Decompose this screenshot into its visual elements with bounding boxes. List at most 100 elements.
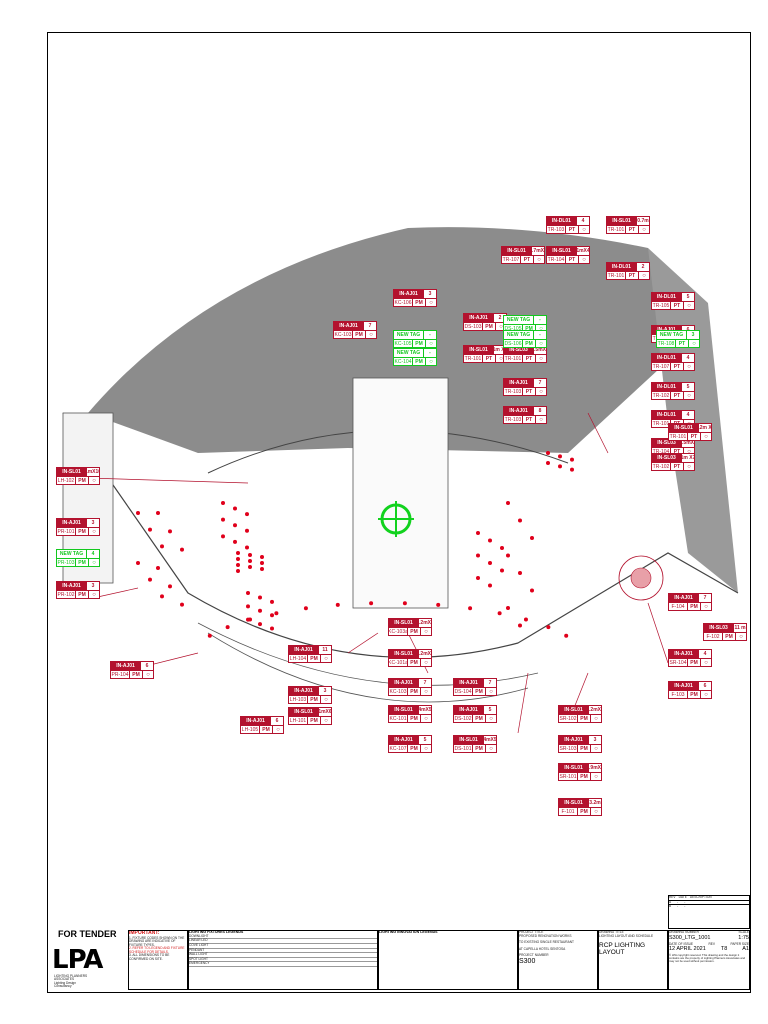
circuit-code: F-103 xyxy=(669,691,688,699)
fixture-quantity: 11 m xyxy=(734,625,746,631)
circuit-code: LH-103 xyxy=(289,696,308,704)
legend-row: COVE LIGHT xyxy=(189,943,377,949)
control-type: PM xyxy=(688,659,701,667)
fixture-dot xyxy=(570,457,574,462)
fixture-quantity: - xyxy=(539,317,541,323)
fixture-dot xyxy=(233,539,237,544)
control-type: PT xyxy=(671,448,684,456)
fixture-dot xyxy=(148,527,152,532)
rev-label: REV xyxy=(708,941,716,946)
control-type: PT xyxy=(626,226,639,234)
date-label: DATE OF ISSUE xyxy=(669,941,694,946)
rev-cell: - xyxy=(677,904,679,909)
dimmer-icon: ○ xyxy=(424,629,428,635)
dimmer-icon: ○ xyxy=(687,464,691,470)
fixture-dot xyxy=(270,613,274,618)
project-line-2: TO EXISTING SINGLE RESTAURANT xyxy=(519,940,574,945)
fixture-type: IN-AJ01 xyxy=(559,736,589,744)
dimmer-icon: ○ xyxy=(324,697,328,703)
control-type: PM xyxy=(578,808,591,816)
fixture-quantity: 1mX4 xyxy=(577,248,589,254)
logo-box: LPA LIGHTING PLANNERS ASSOCIATES Lightin… xyxy=(52,946,126,990)
innovation-legend: LIGHTING INNOVATION LEGENDS xyxy=(378,930,518,990)
dimmer-icon: ○ xyxy=(429,359,433,365)
fixture-quantity: 6 xyxy=(275,718,279,724)
dimmer-icon: ○ xyxy=(424,716,428,722)
control-type: PM xyxy=(473,715,486,723)
circuit-code: TR-104 xyxy=(652,448,671,456)
control-type: PM xyxy=(408,628,421,636)
control-type: PM xyxy=(473,688,486,696)
fixture-dot xyxy=(245,512,249,517)
fixture-type: IN-AJ01 xyxy=(669,594,699,602)
fixture-type: IN-SL01 xyxy=(559,764,589,772)
fixture-dot xyxy=(530,536,534,540)
circuit-code: KC-103 xyxy=(389,688,408,696)
fixture-type: IN-AJ01 xyxy=(464,314,494,322)
dimmer-icon: ○ xyxy=(424,746,428,752)
dimmer-icon: ○ xyxy=(704,660,708,666)
legend-row: DOWNLIGHT xyxy=(189,934,377,940)
control-type: PM xyxy=(578,745,591,753)
dimmer-icon: ○ xyxy=(704,604,708,610)
outer-wall xyxy=(62,412,739,659)
fixture-quantity: - xyxy=(429,350,431,356)
dimmer-icon: ○ xyxy=(429,341,433,347)
fixture-dot xyxy=(136,511,140,515)
circuit-code: KC-101 xyxy=(389,715,408,723)
fixture-type: IN-AJ01 xyxy=(504,379,534,387)
fixture-quantity: 5 xyxy=(423,737,427,743)
fixture-dot xyxy=(148,577,152,582)
dimmer-icon: ○ xyxy=(539,417,543,423)
circuit-code: DS-105 xyxy=(504,325,523,333)
dimmer-icon: ○ xyxy=(692,341,696,347)
dimmer-icon: ○ xyxy=(539,341,543,347)
fixture-dot xyxy=(260,567,264,571)
fixture-quantity: 3 xyxy=(428,291,432,297)
control-type: PM xyxy=(413,299,426,307)
legend-row: LINEAR LED xyxy=(189,939,377,944)
fixture-dot xyxy=(245,528,249,533)
dimmer-icon: ○ xyxy=(429,300,433,306)
fixture-type: IN-SL01 xyxy=(547,247,577,255)
fixture-dot xyxy=(476,531,480,535)
dimmer-icon: ○ xyxy=(539,356,543,362)
circuit-code: KC-103 xyxy=(334,331,353,339)
fixture-type: IN-SL01 xyxy=(464,346,494,354)
dimmer-icon: ○ xyxy=(537,257,541,263)
circuit-code: KC-107 xyxy=(389,745,408,753)
fixture-quantity: 3 xyxy=(323,688,327,694)
legend-row: WALL LIGHT xyxy=(189,952,377,958)
control-type: PM xyxy=(473,745,486,753)
fixture-dot xyxy=(248,559,252,563)
fixture-dot xyxy=(258,622,262,627)
drawing-title-label: DRAWING TITLE xyxy=(599,930,624,934)
dimmer-icon: ○ xyxy=(704,692,708,698)
dimmer-icon: ○ xyxy=(276,727,280,733)
circuit-code: SR-102 xyxy=(559,715,578,723)
fixture-dot xyxy=(488,583,492,588)
control-type: PT xyxy=(671,392,684,400)
control-type: PT xyxy=(523,355,536,363)
fixture-type: IN-AJ01 xyxy=(389,736,419,744)
fixture-quantity: 4 xyxy=(91,551,95,557)
fixture-dot xyxy=(248,617,253,622)
fixture-quantity: 6 xyxy=(145,663,149,669)
fixture-dot xyxy=(236,557,240,561)
fixture-quantity: 5 xyxy=(686,384,690,390)
tender-stamp: FOR TENDER xyxy=(58,930,117,939)
circuit-code: TR-103 xyxy=(547,226,566,234)
fixture-quantity: 8 xyxy=(538,408,542,414)
fixture-dot xyxy=(207,633,212,638)
fixture-dot xyxy=(270,599,274,604)
fixture-type: NEW TAG xyxy=(504,316,534,324)
dimmer-icon: ○ xyxy=(539,389,543,395)
